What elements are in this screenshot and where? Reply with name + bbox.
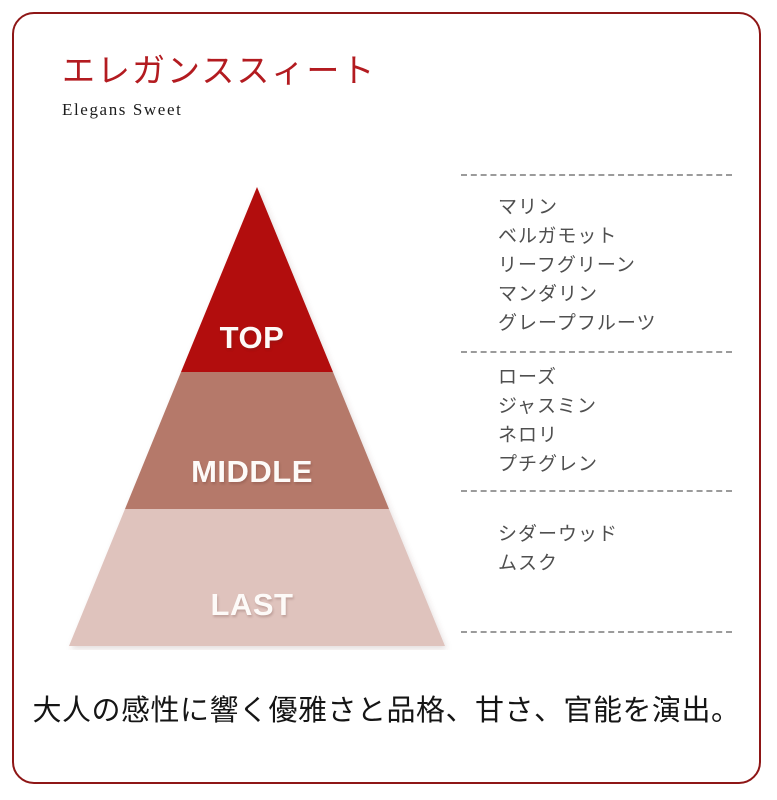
pyramid-label-middle: MIDDLE [191,454,313,489]
fragrance-card: エレガンススィート Elegans Sweet TOP MIDDLE LAST [12,12,761,784]
pyramid-band-top [181,187,333,372]
note-item: ネロリ [498,425,559,446]
notes-divider-last [461,490,732,492]
note-item: ムスク [498,553,559,574]
note-item: ジャスミン [498,396,598,417]
tagline-text: 大人の感性に響く優雅さと品格、甘さ、官能を演出。 [32,695,741,727]
pyramid-band-middle [125,372,389,509]
note-item: マリン [498,197,559,218]
notes-list: マリン ベルガモット リーフグリーン マンダリン グレープフルーツ ローズ ジャ… [461,174,736,633]
pyramid-band-last [69,509,445,646]
note-item: ローズ [498,367,558,388]
page-title-japanese: エレガンススィート [62,54,377,90]
notes-group-top: マリン ベルガモット リーフグリーン マンダリン グレープフルーツ [461,176,736,351]
notes-group-last: シダーウッド ムスク [461,492,736,631]
note-item: シダーウッド [498,524,619,545]
note-item: マンダリン [498,284,599,305]
pyramid-label-top: TOP [219,320,285,355]
note-item: グレープフルーツ [498,313,657,334]
notes-group-middle: ローズ ジャスミン ネロリ プチグレン [461,353,736,490]
note-item: ベルガモット [498,226,618,247]
card-header: エレガンススィート Elegans Sweet [62,54,562,120]
notes-divider-top [461,174,732,176]
notes-divider-middle [461,351,732,353]
page-title-english: Elegans Sweet [62,99,183,119]
pyramid-label-last: LAST [210,587,294,622]
fragrance-pyramid-diagram: TOP MIDDLE LAST [52,175,452,650]
note-item: リーフグリーン [498,255,636,276]
notes-divider-bottom [461,631,732,633]
pyramid-shape [69,187,445,646]
note-item: プチグレン [498,454,599,475]
